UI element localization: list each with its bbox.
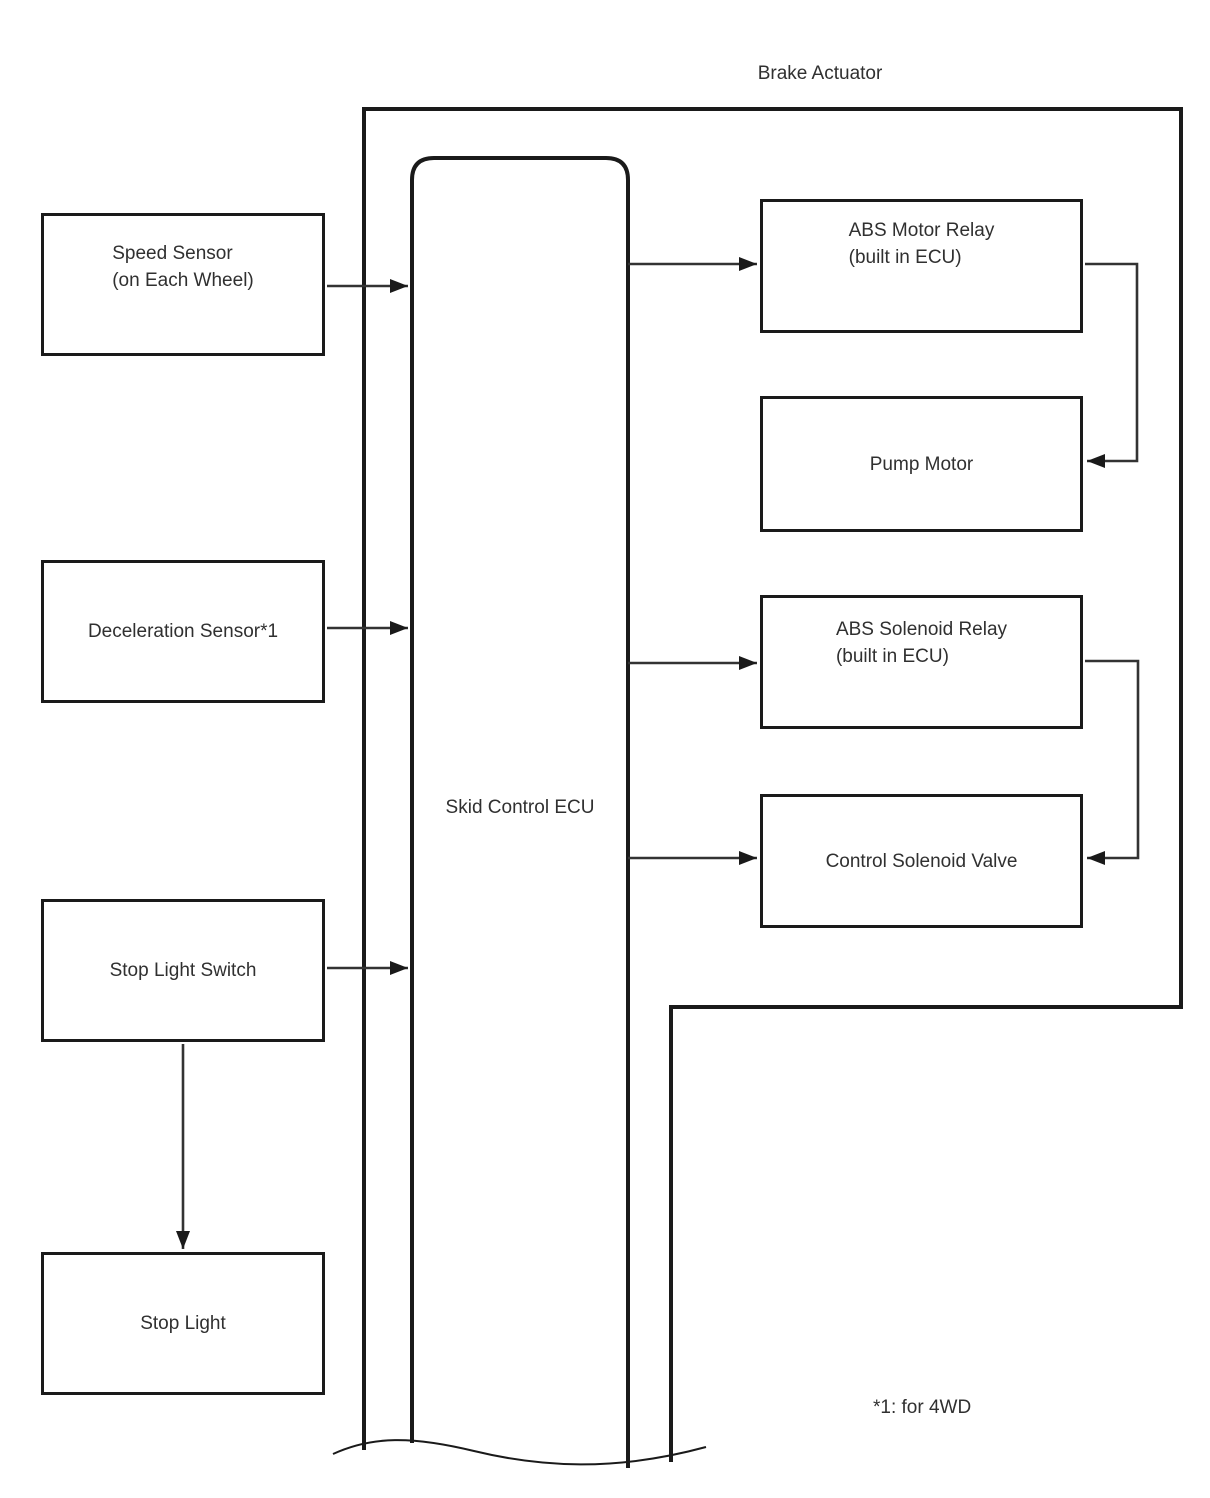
- speed-sensor-label-line2: (on Each Wheel): [112, 270, 254, 291]
- abs-solenoid-relay-label-line2: (built in ECU): [835, 646, 949, 667]
- brake-actuator-title: Brake Actuator: [757, 63, 883, 84]
- pump-motor-box: Pump Motor: [760, 396, 1083, 532]
- abs-motor-relay-label-line1: ABS Motor Relay: [848, 220, 995, 241]
- abs-motor-relay-label: ABS Motor Relay (built in ECU): [849, 217, 995, 271]
- abs-solenoid-relay-box: ABS Solenoid Relay (built in ECU): [760, 595, 1083, 729]
- deceleration-sensor-box: Deceleration Sensor*1: [41, 560, 325, 703]
- control-solenoid-valve-box: Control Solenoid Valve: [760, 794, 1083, 928]
- skid-control-ecu-label: Skid Control ECU: [445, 797, 595, 818]
- stop-light-box: Stop Light: [41, 1252, 325, 1395]
- abs-solenoid-relay-label: ABS Solenoid Relay (built in ECU): [836, 616, 1007, 670]
- speed-sensor-box: Speed Sensor (on Each Wheel): [41, 213, 325, 356]
- skid-control-ecu-outline: [410, 156, 630, 1468]
- speed-sensor-label-line1: Speed Sensor: [112, 243, 233, 264]
- stop-light-label: Stop Light: [140, 1313, 226, 1334]
- abs-motor-relay-box: ABS Motor Relay (built in ECU): [760, 199, 1083, 333]
- brake-actuator-outline: [362, 107, 1183, 1462]
- arrow-abs-solenoid-relay-to-control-solenoid-valve: [1085, 659, 1140, 865]
- abs-motor-relay-label-line2: (built in ECU): [848, 247, 962, 268]
- break-wave: [332, 1439, 707, 1466]
- deceleration-sensor-label: Deceleration Sensor*1: [87, 621, 279, 642]
- stop-light-switch-box: Stop Light Switch: [41, 899, 325, 1042]
- pump-motor-label: Pump Motor: [869, 453, 974, 475]
- abs-solenoid-relay-label-line1: ABS Solenoid Relay: [835, 619, 1008, 640]
- stop-light-switch-label: Stop Light Switch: [109, 960, 257, 981]
- arrow-abs-motor-relay-to-pump-motor: [1085, 262, 1139, 468]
- footnote-4wd: *1: for 4WD: [873, 1397, 972, 1418]
- speed-sensor-label: Speed Sensor (on Each Wheel): [112, 240, 254, 294]
- control-solenoid-valve-label: Control Solenoid Valve: [825, 850, 1018, 872]
